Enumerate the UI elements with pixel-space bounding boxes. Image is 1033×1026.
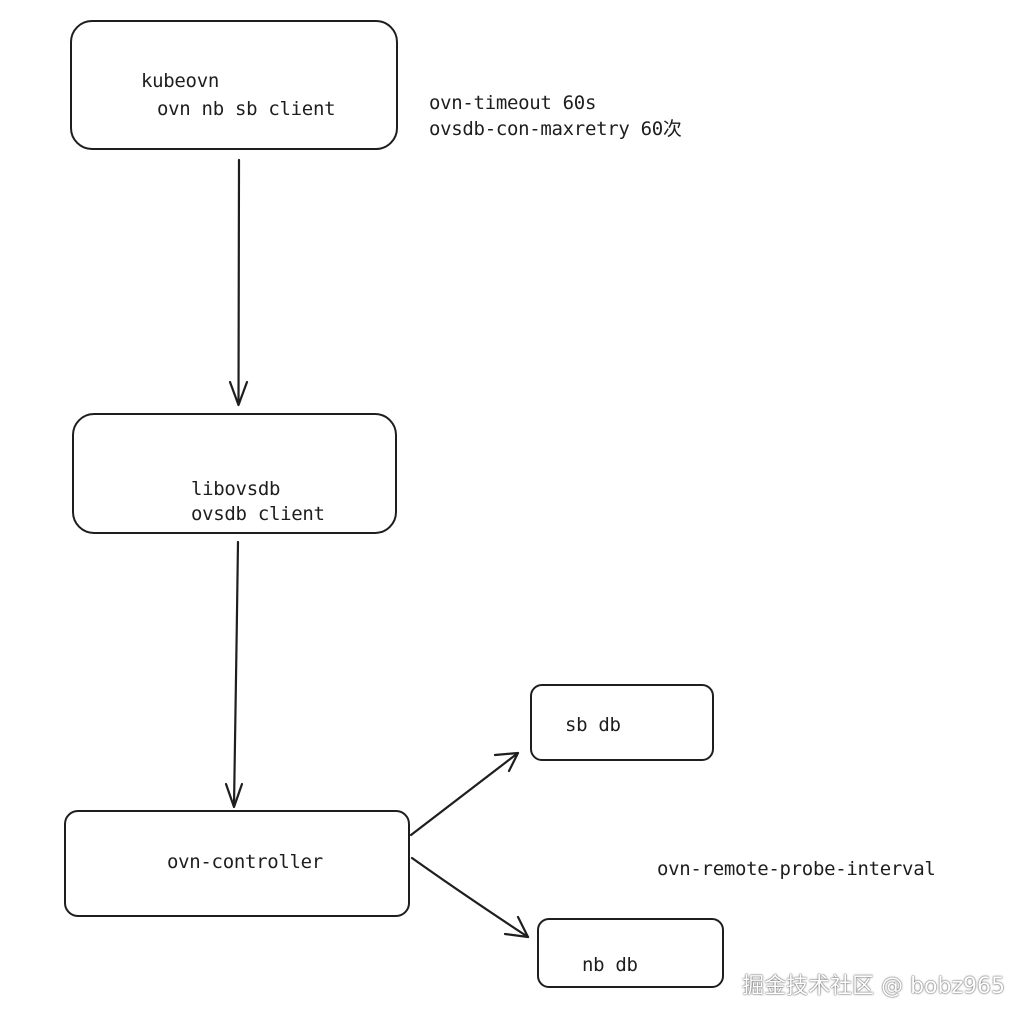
- edge-ovn-controller-to-nb-db: [410, 856, 530, 939]
- libovsdb-label: libovsdb: [191, 478, 281, 500]
- nb-db-label: nb db: [582, 954, 638, 976]
- libovsdb-node: [72, 413, 397, 534]
- nb-db-node: [537, 918, 724, 988]
- ovn-remote-probe-interval-note: ovn-remote-probe-interval: [657, 858, 936, 880]
- ovsdb-maxretry-note: ovsdb-con-maxretry 60次: [429, 118, 682, 140]
- kubeovn-node: [70, 20, 398, 150]
- sb-db-label: sb db: [565, 714, 621, 736]
- edge-ovn-controller-to-sb-db: [409, 751, 520, 837]
- ovn-controller-node: [64, 810, 410, 917]
- kubeovn-label: kubeovn: [141, 70, 219, 92]
- edge-kubeovn-to-libovsdb: [228, 158, 249, 407]
- ovn-controller-label: ovn-controller: [167, 851, 323, 873]
- ovn-timeout-note: ovn-timeout 60s: [429, 92, 597, 114]
- watermark: 掘金技术社区 @ bobz965: [742, 974, 1005, 999]
- sb-db-node: [530, 684, 714, 761]
- ovsdb-client-label: ovsdb client: [191, 503, 325, 525]
- kubeovn-client-label: ovn nb sb client: [157, 98, 336, 120]
- edge-libovsdb-to-ovn-controller: [224, 540, 244, 809]
